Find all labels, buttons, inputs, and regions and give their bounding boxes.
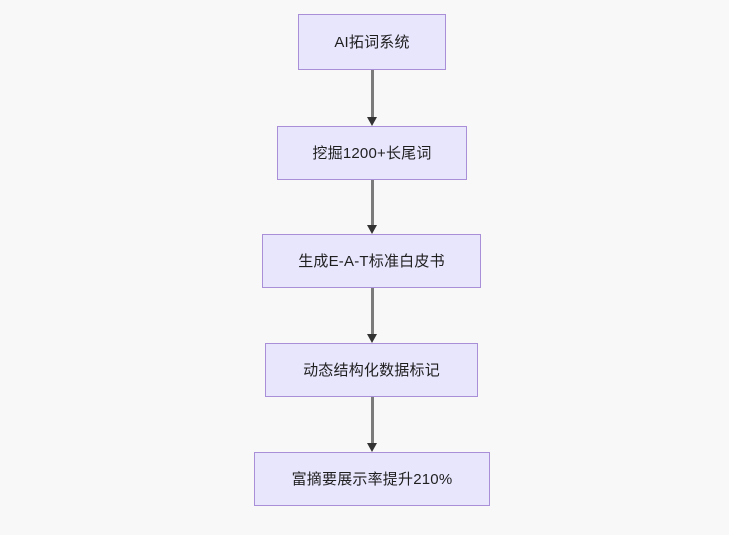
flow-node-rich-snippet-result[interactable]: 富摘要展示率提升210% bbox=[254, 452, 490, 506]
edge-line bbox=[370, 397, 374, 443]
flow-node-label: 富摘要展示率提升210% bbox=[291, 470, 453, 488]
arrowhead-icon bbox=[366, 225, 377, 234]
arrowhead-icon bbox=[366, 334, 377, 343]
flow-node-ai-keyword-system[interactable]: AI拓词系统 bbox=[298, 14, 446, 70]
edge-line bbox=[370, 180, 374, 225]
flow-node-longtail-keywords[interactable]: 挖掘1200+长尾词 bbox=[277, 126, 467, 180]
edge-line bbox=[370, 288, 374, 334]
flow-node-eat-whitepaper[interactable]: 生成E-A-T标准白皮书 bbox=[262, 234, 481, 288]
flow-node-label: 挖掘1200+长尾词 bbox=[312, 144, 432, 162]
edge-line bbox=[370, 70, 374, 117]
arrowhead-icon bbox=[366, 117, 377, 126]
flow-node-label: 动态结构化数据标记 bbox=[303, 361, 440, 379]
arrowhead-icon bbox=[366, 443, 377, 452]
flow-node-label: AI拓词系统 bbox=[334, 33, 410, 51]
flow-node-label: 生成E-A-T标准白皮书 bbox=[298, 252, 445, 270]
flow-node-structured-data-markup[interactable]: 动态结构化数据标记 bbox=[265, 343, 478, 397]
